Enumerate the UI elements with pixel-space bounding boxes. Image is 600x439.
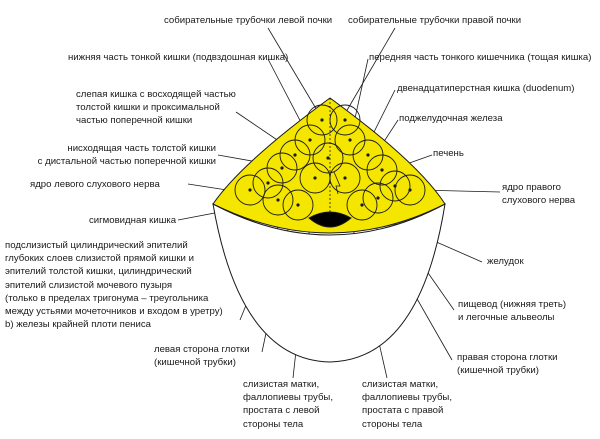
- circle-dot-14: [248, 188, 252, 192]
- circle-dot-5: [293, 153, 297, 157]
- circle-dot-4: [348, 138, 352, 142]
- dark-region: [308, 211, 352, 228]
- organ-circle-15: [394, 174, 426, 206]
- label-cecum-ascending-colon: слепая кишка с восходящей частью толстой…: [76, 89, 236, 127]
- organ-circle-11: [329, 162, 361, 194]
- circle-dot-16: [276, 198, 280, 202]
- label-collecting-tubules-left-kidney: собирательные трубочки левой почки: [164, 15, 333, 26]
- label-esophagus-lungs: пищевод (нижняя треть) и легочные альвео…: [458, 299, 567, 324]
- label-stomach: желудок: [487, 256, 524, 267]
- circle-dot-10: [313, 176, 317, 180]
- circle-dot-7: [326, 156, 330, 160]
- organ-circle-14: [234, 174, 266, 206]
- yellow-fan: [212, 97, 446, 234]
- circle-dot-17: [296, 203, 300, 207]
- label-pancreas: поджелудочная железа: [399, 113, 503, 124]
- label-collecting-tubules-right-kidney: собирательные трубочки правой почки: [348, 15, 522, 26]
- label-right-acoustic-nerve: ядро правого слухового нерва: [502, 182, 576, 207]
- circle-dot-9: [380, 168, 384, 172]
- circle-dot-6: [366, 153, 370, 157]
- organ-circle-18: [346, 189, 378, 221]
- label-lower-small-intestine: нижняя часть тонкой кишки (подвздошная к…: [68, 52, 289, 63]
- organ-circle-2: [329, 104, 361, 136]
- organ-circle-19: [362, 182, 394, 214]
- label-pharynx-right: правая сторона глотки (кишечной трубки): [457, 352, 558, 377]
- label-liver: печень: [433, 148, 464, 159]
- label-epithelium-note: подслизистый цилиндрический эпителий глу…: [5, 240, 223, 331]
- circle-dot-12: [266, 181, 270, 185]
- leader-line-1: [267, 27, 319, 113]
- label-left-acoustic-nerve: ядро левого слухового нерва: [30, 179, 160, 190]
- circle-dot-2: [343, 118, 347, 122]
- organ-circle-9: [366, 154, 398, 186]
- label-sigmoid-colon: сигмовидная кишка: [89, 215, 177, 226]
- leader-line-3: [267, 58, 307, 133]
- circle-dot-13: [393, 184, 397, 188]
- leader-line-2: [345, 27, 396, 113]
- lower-bowl: [212, 203, 446, 363]
- label-uterus-left: слизистая матки, фаллопиевы трубы, прост…: [243, 379, 333, 430]
- label-uterus-right: слизистая матки, фаллопиевы трубы, прост…: [362, 379, 452, 430]
- circle-dot-19: [376, 196, 380, 200]
- organ-circle-13: [379, 170, 411, 202]
- organ-circle-17: [282, 189, 314, 221]
- organ-circle-7: [312, 142, 344, 174]
- label-pharynx-left: левая сторона глотки (кишечной трубки): [154, 344, 250, 369]
- circle-dot-1: [320, 118, 324, 122]
- organ-circle-12: [252, 167, 284, 199]
- fan-shape: [212, 97, 446, 363]
- circle-dot-11: [343, 176, 347, 180]
- organ-circle-16: [262, 184, 294, 216]
- organ-circle-1: [306, 104, 338, 136]
- circle-dot-3: [308, 138, 312, 142]
- label-front-small-intestine: передняя часть тонкого кишечника (тощая …: [369, 52, 592, 63]
- circle-dot-8: [280, 166, 284, 170]
- circle-dot-18: [360, 203, 364, 207]
- label-duodenum: двенадцатиперстная кишка (duodenum): [397, 83, 575, 94]
- organ-circle-5: [279, 139, 311, 171]
- label-descending-colon: нисходящая часть толстой кишки с дисталь…: [37, 143, 216, 168]
- organ-circles: [234, 104, 426, 221]
- center-arrow: [333, 171, 341, 195]
- circle-dot-15: [408, 188, 412, 192]
